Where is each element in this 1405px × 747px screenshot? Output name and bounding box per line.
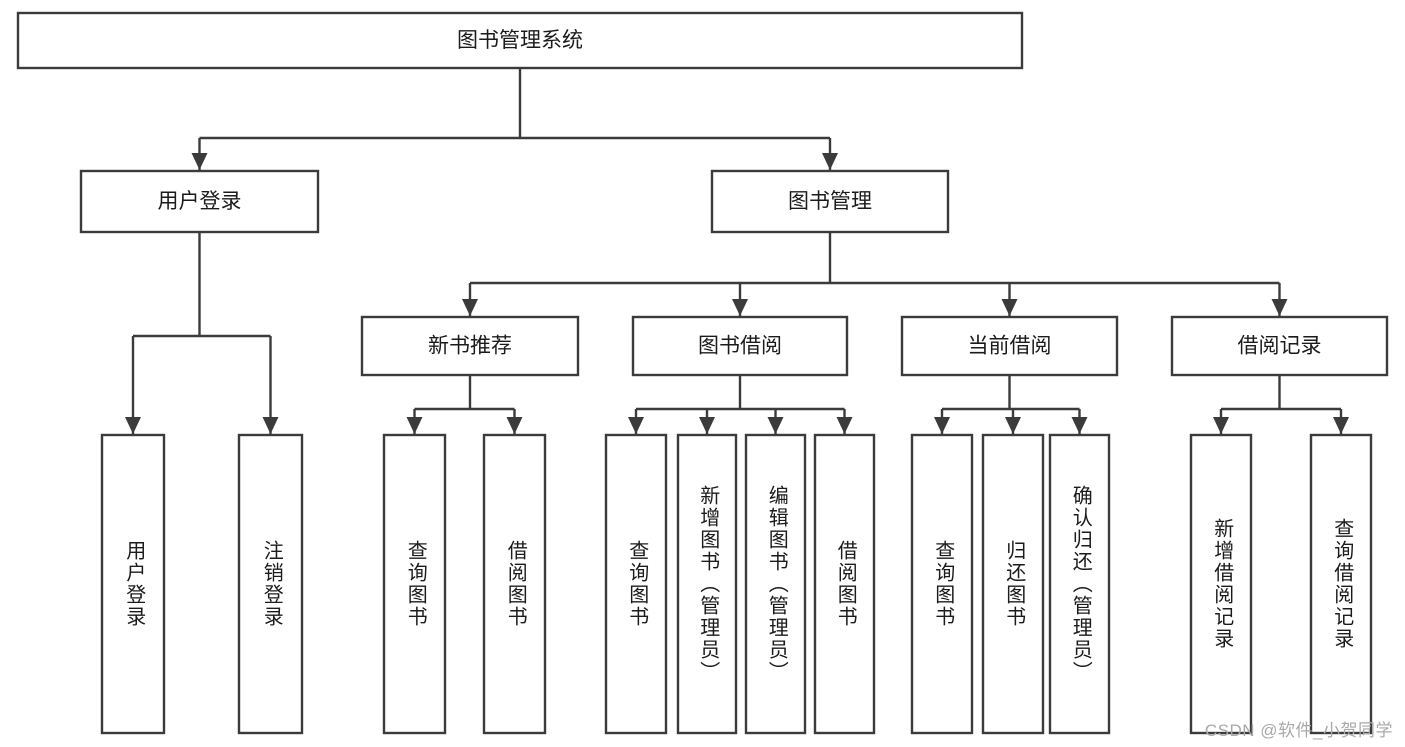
node-leaf-12[interactable] — [1309, 433, 1373, 735]
node-level3-label-0: 新书推荐 — [428, 335, 512, 358]
arrow-head-icon-level2-0-leaf-0 — [125, 417, 141, 434]
arrow-head-icon-level2-1 — [822, 153, 838, 170]
node-leaf-10[interactable] — [1048, 433, 1111, 735]
arrow-head-icon-level2-0-leaf-1 — [262, 417, 279, 434]
node-level3-0[interactable] — [360, 315, 580, 377]
node-root-label: 图书管理系统 — [457, 29, 583, 52]
node-level3-3[interactable] — [1170, 315, 1389, 377]
node-level3-1[interactable] — [631, 315, 849, 377]
node-level2-label-1: 图书管理 — [788, 190, 872, 213]
node-level3-label-2: 当前借阅 — [968, 335, 1052, 358]
watermark-text: CSDN @软件_小贺同学 — [1204, 721, 1393, 740]
node-leaf-1[interactable] — [237, 433, 304, 735]
node-level2-label-0: 用户登录 — [158, 190, 242, 213]
node-leaf-7[interactable] — [813, 433, 876, 735]
arrow-head-icon-level3-0-leaf-0 — [406, 417, 423, 434]
arrow-head-icon-level3-2-leaf-1 — [1005, 417, 1021, 434]
arrow-head-icon-level3-2-leaf-0 — [934, 417, 950, 434]
node-level3-label-1: 图书借阅 — [698, 335, 782, 358]
node-box-group — [16, 11, 1389, 735]
arrow-head-icon-level3-2-leaf-2 — [1071, 417, 1088, 434]
node-leaf-5[interactable] — [676, 433, 738, 735]
node-level2-1[interactable] — [710, 169, 950, 234]
node-leaf-0[interactable] — [100, 433, 166, 735]
node-leaf-8[interactable] — [910, 433, 974, 735]
node-leaf-11[interactable] — [1189, 433, 1253, 735]
node-leaf-6[interactable] — [744, 433, 807, 735]
arrow-head-icon-level3-0 — [462, 299, 478, 316]
arrow-head-icon-level3-3 — [1271, 299, 1288, 316]
arrow-head-icon-level3-1 — [732, 299, 748, 316]
node-leaf-4[interactable] — [604, 433, 668, 735]
arrow-head-icon-level3-1-leaf-2 — [767, 417, 784, 434]
arrow-head-icon-level3-3-leaf-0 — [1213, 417, 1229, 434]
arrow-head-icon-level3-2 — [1001, 299, 1018, 316]
arrow-head-icon-level3-1-leaf-0 — [628, 417, 644, 434]
arrow-head-icon-level3-3-leaf-1 — [1333, 417, 1349, 434]
node-leaf-9[interactable] — [981, 433, 1045, 735]
node-level3-label-3: 借阅记录 — [1238, 335, 1322, 358]
node-root[interactable] — [16, 11, 1024, 70]
node-level2-0[interactable] — [79, 169, 320, 234]
arrow-head-icon-level3-1-leaf-1 — [699, 417, 715, 434]
arrow-head-icon-level2-0 — [191, 153, 208, 170]
node-level3-2[interactable] — [900, 315, 1119, 377]
arrow-head-icon-level3-1-leaf-3 — [836, 417, 853, 434]
node-leaf-3[interactable] — [482, 433, 547, 735]
arrow-head-icon-level3-0-leaf-1 — [506, 417, 523, 434]
connector-group — [125, 68, 1349, 434]
node-leaf-2[interactable] — [382, 433, 447, 735]
